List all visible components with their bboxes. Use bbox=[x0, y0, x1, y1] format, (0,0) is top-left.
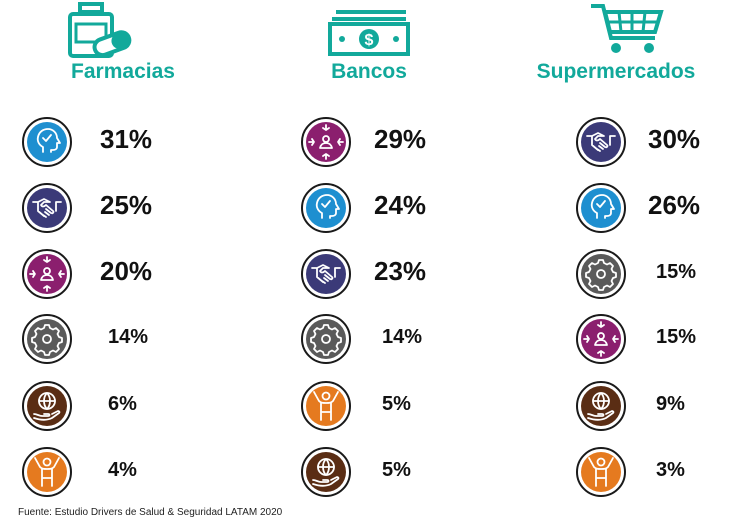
driver-badge bbox=[576, 447, 626, 497]
person-arms-up-icon bbox=[34, 457, 60, 487]
handshake-icon bbox=[586, 132, 616, 152]
driver-row: 24% bbox=[246, 176, 492, 236]
driver-badge bbox=[576, 381, 626, 431]
driver-row: 9% bbox=[493, 374, 739, 434]
percent-value: 5% bbox=[382, 393, 411, 415]
driver-badge bbox=[576, 314, 626, 364]
percent-value: 23% bbox=[374, 256, 427, 286]
percent-value: 29% bbox=[374, 124, 427, 154]
driver-row: 20% bbox=[0, 242, 246, 302]
driver-badge bbox=[22, 314, 72, 364]
gear-icon bbox=[310, 324, 342, 356]
driver-badge bbox=[301, 117, 351, 167]
handshake-icon bbox=[32, 198, 62, 218]
shopping-cart-icon bbox=[591, 4, 664, 53]
percent-value: 30% bbox=[648, 124, 701, 154]
driver-row: 5% bbox=[246, 374, 492, 434]
driver-badge bbox=[576, 249, 626, 299]
percent-value: 15% bbox=[656, 326, 697, 348]
person-arrows-icon bbox=[308, 124, 344, 160]
handshake-icon bbox=[311, 264, 341, 284]
driver-row: 5% bbox=[246, 440, 492, 500]
driver-row: 30% bbox=[493, 110, 739, 170]
driver-badge bbox=[576, 183, 626, 233]
driver-row: 31% bbox=[0, 110, 246, 170]
gear-icon bbox=[31, 324, 63, 356]
percent-value: 26% bbox=[648, 190, 701, 220]
driver-badge bbox=[22, 183, 72, 233]
percent-value: 6% bbox=[108, 393, 137, 415]
person-arms-up-icon bbox=[588, 457, 614, 487]
percent-value: 9% bbox=[656, 393, 685, 415]
person-arrows-icon bbox=[29, 256, 65, 292]
globe-hand-icon bbox=[33, 392, 61, 421]
percent-value: 24% bbox=[374, 190, 427, 220]
percent-value: 14% bbox=[382, 326, 423, 348]
driver-badge bbox=[301, 249, 351, 299]
person-arrows-icon bbox=[583, 321, 619, 357]
mind-check-icon bbox=[36, 128, 61, 153]
driver-badge bbox=[301, 183, 351, 233]
driver-row: 26% bbox=[493, 176, 739, 236]
globe-hand-icon bbox=[587, 392, 615, 421]
driver-badge bbox=[301, 447, 351, 497]
column-title: Farmacias bbox=[71, 60, 175, 83]
driver-row: 15% bbox=[493, 307, 739, 367]
driver-badge bbox=[301, 381, 351, 431]
pharmacy-bottle-pill-icon bbox=[68, 2, 132, 58]
globe-hand-icon bbox=[312, 458, 340, 487]
percent-value: 3% bbox=[656, 459, 685, 481]
percent-value: 5% bbox=[382, 459, 411, 481]
source-note: Fuente: Estudio Drivers de Salud & Segur… bbox=[18, 507, 283, 518]
driver-row: 23% bbox=[246, 242, 492, 302]
column-bancos: $ Bancos 29% 24% 23% 14% 5% 5% bbox=[246, 0, 492, 527]
column-farmacias: Farmacias 31% 25% 20% 14% 6% 4% bbox=[0, 0, 246, 527]
driver-row: 3% bbox=[493, 440, 739, 500]
gear-icon bbox=[585, 259, 617, 291]
column-title: Supermercados bbox=[536, 60, 696, 83]
percent-value: 31% bbox=[100, 124, 153, 154]
svg-text:$: $ bbox=[365, 32, 374, 49]
driver-row: 4% bbox=[0, 440, 246, 500]
driver-row: 14% bbox=[246, 307, 492, 367]
driver-badge bbox=[301, 314, 351, 364]
driver-row: 29% bbox=[246, 110, 492, 170]
badge-fill bbox=[581, 122, 621, 162]
badge-fill bbox=[306, 254, 346, 294]
driver-row: 25% bbox=[0, 176, 246, 236]
driver-badge bbox=[576, 117, 626, 167]
percent-value: 14% bbox=[108, 326, 149, 348]
driver-row: 15% bbox=[493, 242, 739, 302]
percent-value: 15% bbox=[656, 261, 697, 283]
mind-check-icon bbox=[590, 194, 615, 219]
driver-badge bbox=[22, 249, 72, 299]
badge-fill bbox=[27, 188, 67, 228]
banknote-icon: $ bbox=[328, 10, 410, 56]
column-title: Bancos bbox=[331, 60, 407, 83]
driver-row: 6% bbox=[0, 374, 246, 434]
driver-row: 14% bbox=[0, 307, 246, 367]
column-supermercados: Supermercados 30% 26% 15% 15% 9% 3% bbox=[493, 0, 739, 527]
person-arms-up-icon bbox=[313, 391, 339, 421]
driver-badge bbox=[22, 447, 72, 497]
percent-value: 20% bbox=[100, 256, 153, 286]
percent-value: 4% bbox=[108, 459, 137, 481]
mind-check-icon bbox=[315, 194, 340, 219]
percent-value: 25% bbox=[100, 190, 153, 220]
driver-badge bbox=[22, 381, 72, 431]
driver-badge bbox=[22, 117, 72, 167]
